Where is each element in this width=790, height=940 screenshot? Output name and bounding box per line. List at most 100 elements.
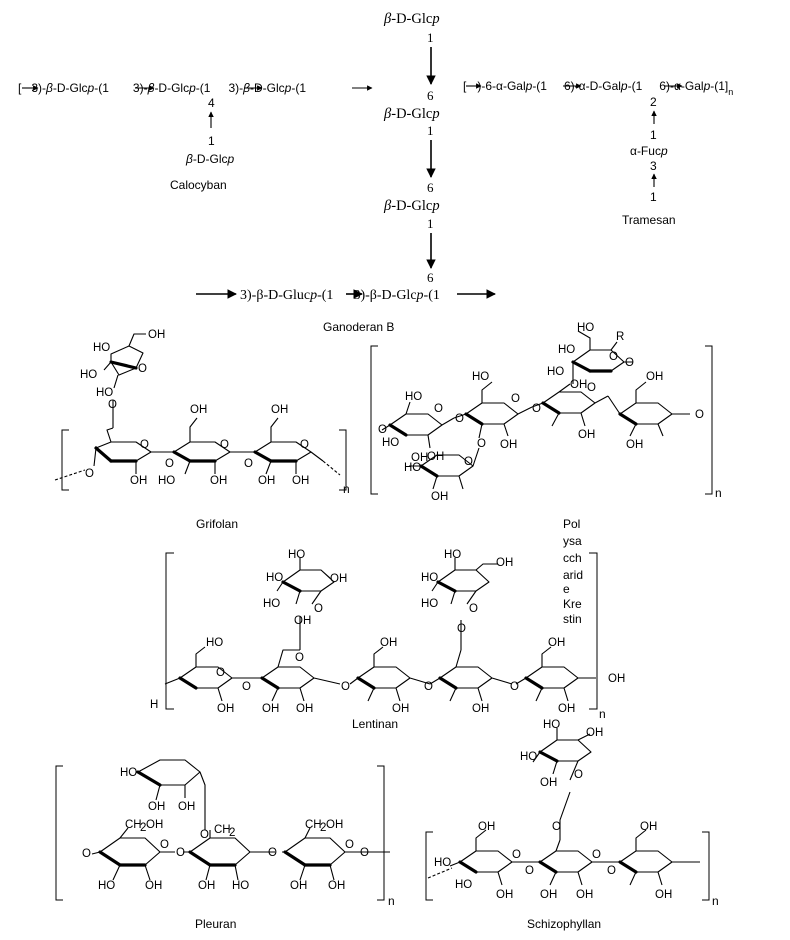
lentinan-bracket-left [165,552,174,710]
schizophyllan-ring-2 [528,839,610,886]
tramesan-pos3: 3 [650,159,657,173]
svg-text:OH: OH [586,727,603,739]
lentinan-branch-2-ring [431,558,498,605]
svg-text:O: O [464,456,473,468]
svg-text:OH: OH [496,889,513,901]
pleuran-ring-1 [91,827,175,881]
svg-text:O: O [242,681,251,693]
svg-text:HO: HO [263,598,280,610]
svg-text:R: R [616,331,624,343]
lentinan-ring-1-bold [178,676,198,690]
svg-text:O: O [82,848,91,860]
svg-text:OH: OH [130,475,147,487]
ganoderan-main-pos6: 6 [427,270,434,285]
tramesan-pos2: 2 [650,95,657,109]
svg-text:O: O [424,681,433,693]
grifolan-dash-left [54,469,86,481]
svg-text:O: O [138,363,147,375]
svg-text:OH: OH [326,819,343,831]
krestin-ring-3 [531,383,609,427]
krestin-name: Pol ysa cch arid e Kre stin [563,517,586,626]
svg-text:O: O [244,458,253,470]
svg-text:HO: HO [472,371,489,383]
svg-text:O: O [345,839,354,851]
svg-text:OH: OH [328,880,345,892]
svg-text:O: O [160,839,169,851]
svg-text:O: O [574,769,583,781]
svg-text:O: O [455,413,464,425]
grifolan-name: Grifolan [196,517,238,531]
svg-text:HO: HO [405,391,422,403]
schizophyllan-branch-bold [538,750,559,763]
svg-text:OH: OH [578,429,595,441]
pleuran-ring-3-bold [283,850,307,867]
krestin-ring-4 [607,381,690,437]
svg-text:OH: OH [217,703,234,715]
svg-text:O: O [607,865,616,877]
svg-text:2: 2 [320,822,326,834]
krestin-structure: HO R O HO O HO OH HO OH O O O O O O HO O… [370,322,722,626]
pleuran-atoms: HO OH OH O CH 2 CH 2 OH CH 2 OH O O O O … [82,767,369,892]
svg-text:O: O [295,652,304,664]
krestin-ring-1 [381,401,455,449]
svg-text:OH: OH [411,452,428,464]
krestin-bracket-left [370,345,378,495]
ganoderan-b-structure: β-D-Glcp 1 6 β-D-Glcp 1 6 β-D-Glcp 1 6 3… [196,11,496,334]
svg-text:OH: OH [262,703,279,715]
svg-text:HO: HO [382,437,399,449]
svg-text:O: O [625,357,634,369]
svg-text:OH: OH [548,637,565,649]
schizophyllan-structure: HO OH HO OH O O OH OH HO HO O O O O OH O… [425,719,719,931]
lentinan-ring-5-bold [524,676,544,690]
pleuran-top-ring [137,759,206,830]
grifolan-ring-1-bold [94,446,113,463]
schizophyllan-name: Schizophyllan [527,917,601,931]
lentinan-ring-3-bold [356,676,376,690]
pleuran-bracket-right [377,765,385,901]
svg-text:OH: OH [145,880,162,892]
ganoderan-unit-1: β-D-Glcp [383,11,440,27]
schizophyllan-ring-3-bold [618,860,638,874]
tramesan-fuc: α-Fucp [630,144,668,158]
svg-text:OH: OH [210,475,227,487]
lentinan-ring-2-bold [260,676,280,690]
svg-text:O: O [511,393,520,405]
svg-text:OH: OH [558,703,575,715]
svg-text:OH: OH [576,889,593,901]
svg-text:O: O [216,667,225,679]
krestin-ring-1-bold [388,423,408,437]
svg-text:O: O [434,403,443,415]
krestin-bottom-ring [409,447,480,490]
svg-text:O: O [108,399,117,411]
schizophyllan-n: n [712,894,719,908]
svg-text:OH: OH [540,889,557,901]
grifolan-ring-3 [243,417,324,475]
schizophyllan-bracket-right [702,831,710,901]
svg-text:O: O [695,409,704,421]
schizophyllan-ring-1 [449,829,528,886]
svg-text:OH: OH [640,821,657,833]
schizophyllan-branch-ring [532,728,592,781]
svg-text:O: O [457,623,466,635]
grifolan-branch-bold [109,360,138,370]
tramesan-pos1a: 1 [650,128,657,142]
svg-text:OH: OH [271,404,288,416]
ganoderan-name: Ganoderan B [323,320,394,334]
svg-text:OH: OH [478,821,495,833]
svg-text:OH: OH [146,819,163,831]
svg-text:HO: HO [547,366,564,378]
svg-text:OH: OH [148,329,165,341]
svg-text:HO: HO [232,880,249,892]
krestin-n: n [715,486,722,500]
lentinan-bracket-right [589,552,598,710]
ganoderan-u2-pos1: 1 [427,123,434,138]
svg-text:CH: CH [214,824,231,836]
svg-text:O: O [592,849,601,861]
svg-text:O: O [140,439,149,451]
grifolan-ring-1 [93,427,166,474]
svg-text:HO: HO [558,344,575,356]
